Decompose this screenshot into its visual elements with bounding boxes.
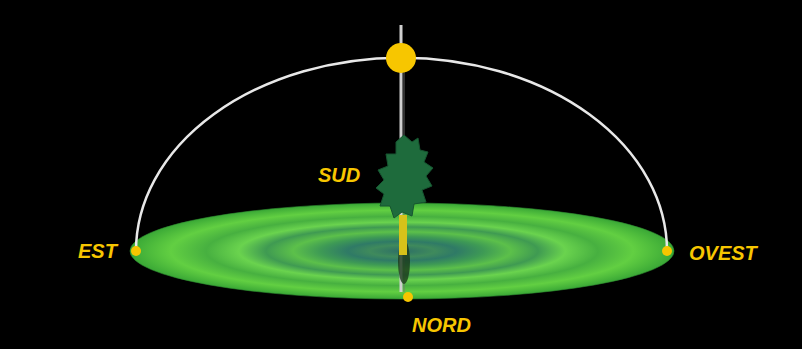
direction-label: NORD bbox=[412, 315, 471, 335]
tree-crown bbox=[376, 135, 433, 218]
east-dot bbox=[131, 246, 141, 256]
north-dot bbox=[403, 292, 413, 302]
sun bbox=[386, 43, 416, 73]
tree-trunk bbox=[399, 215, 407, 255]
direction-label: EST bbox=[78, 241, 117, 261]
west-dot bbox=[662, 246, 672, 256]
direction-label: OVEST bbox=[689, 243, 757, 263]
direction-label: SUD bbox=[318, 165, 360, 185]
